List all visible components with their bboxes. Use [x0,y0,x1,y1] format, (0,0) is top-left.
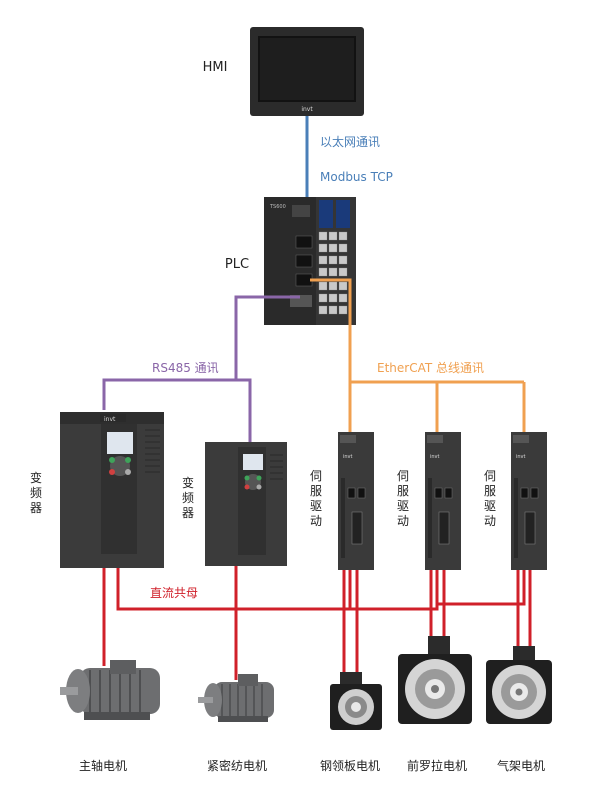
motor-front-roller [398,636,472,724]
ethernet-label: 以太网通讯 [320,134,380,149]
servo-2-label: 伺服驱动 [397,469,409,528]
hmi-label: HMI [203,60,228,75]
ethercat-label: EtherCAT 总线通讯 [377,361,484,375]
vfd-2 [205,442,287,566]
rs485-label: RS485 通讯 [152,361,219,375]
motor-creel [486,646,552,724]
servo-1-label: 伺服驱动 [310,469,322,528]
plc-device: TS600 [264,197,356,325]
hmi-brand: invt [301,106,313,113]
servo-drive-2: invt [425,432,461,570]
motor-label-3: 钢领板电机 [320,759,380,773]
protocol-label: Modbus TCP [320,170,393,184]
rs485-line-lower [102,378,252,442]
motor-ring-rail [330,672,382,730]
svg-text:invt: invt [430,454,440,460]
vfd-2-label: 变频器 [182,475,194,520]
motor-label-2: 紧密纺电机 [207,758,267,773]
servo-drive-1: invt [338,432,374,570]
plc-model: TS600 [269,204,286,210]
servo-3-label: 伺服驱动 [484,469,496,528]
plc-label: PLC [225,257,249,272]
motor-label-5: 气架电机 [497,758,545,773]
rs485-line-upper [234,295,300,380]
svg-text:invt: invt [343,454,353,460]
motor-label-1: 主轴电机 [79,758,127,773]
vfd-1-label: 变频器 [30,470,42,515]
motor-spindle [60,660,160,720]
dc-bus-lines [102,566,532,680]
hmi-device: invt [250,27,364,116]
servo-drive-3: invt [511,432,547,570]
motor-label-4: 前罗拉电机 [407,758,467,773]
svg-text:invt: invt [516,454,526,460]
svg-text:invt: invt [104,416,116,423]
dc-bus-label: 直流共母 [150,586,198,600]
vfd-1: invt [60,412,164,568]
motor-compact-spinning [198,674,274,722]
ethercat-line-upper [310,278,352,382]
